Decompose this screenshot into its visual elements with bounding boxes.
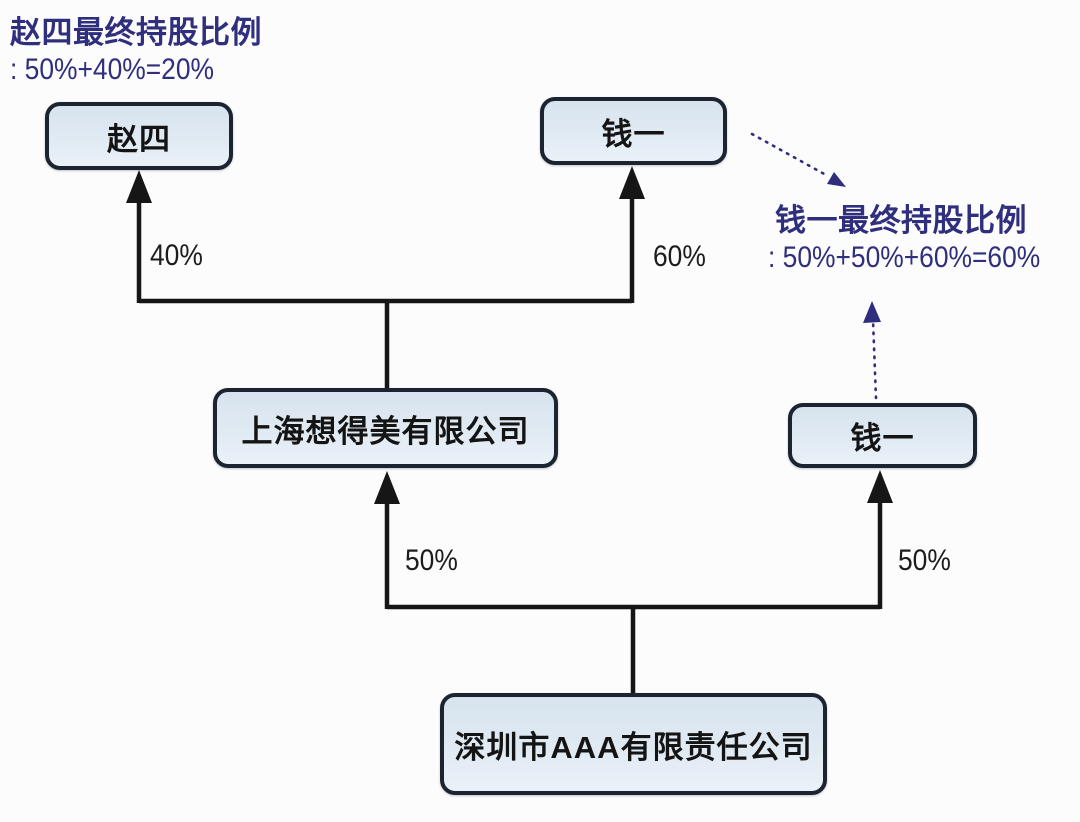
dotted-arrowhead-icon: [863, 301, 881, 323]
arrow-up-icon: [126, 170, 152, 203]
annotation-zhaosi-title: 赵四最终持股比例: [10, 15, 262, 50]
dotted-line: [750, 132, 828, 177]
annotation-zhaosi-formula: : 50%+40%=20%: [10, 53, 215, 86]
edge-label-60pct: 60%: [653, 240, 706, 273]
node-qianyi-right-label: 钱一: [850, 421, 915, 456]
edge-label-50pct-right: 50%: [898, 544, 951, 577]
dotted-arrowhead-icon: [827, 172, 846, 187]
arrow-up-icon: [619, 166, 645, 199]
arrow-up-icon: [867, 470, 893, 503]
edge-label-50pct-left: 50%: [405, 544, 458, 577]
arrow-up-icon: [374, 471, 400, 504]
upper-connector: [126, 166, 645, 390]
node-shanghai-company: 上海想得美有限公司: [213, 388, 558, 468]
node-zhaosi: 赵四: [45, 102, 233, 170]
annotation-qianyi-title: 钱一最终持股比例: [775, 203, 1027, 238]
node-zhaosi-label: 赵四: [107, 121, 171, 157]
node-qianyi-right: 钱一: [788, 403, 977, 468]
annotation-qianyi: 钱一最终持股比例 : 50%+50%+60%=60%: [768, 202, 1077, 275]
upper-connector-lines: [136, 196, 635, 390]
node-qianyi-top-label: 钱一: [601, 116, 666, 152]
node-shenzhen-company-label: 深圳市AAA有限责任公司: [454, 729, 813, 765]
node-shenzhen-company: 深圳市AAA有限责任公司: [440, 693, 827, 795]
node-shanghai-company-label: 上海想得美有限公司: [241, 413, 530, 449]
dotted-line: [871, 318, 878, 400]
lower-connector: [374, 470, 893, 695]
lower-connector-lines: [384, 500, 883, 695]
edge-label-40pct: 40%: [150, 239, 203, 272]
dotted-arrow-qianyi-top: [750, 132, 846, 187]
annotation-zhaosi: 赵四最终持股比例 : 50%+40%=20%: [10, 14, 262, 87]
node-qianyi-top: 钱一: [540, 97, 727, 165]
dotted-arrow-qianyi-right: [863, 301, 881, 400]
annotation-qianyi-formula: : 50%+50%+60%=60%: [768, 241, 1041, 274]
